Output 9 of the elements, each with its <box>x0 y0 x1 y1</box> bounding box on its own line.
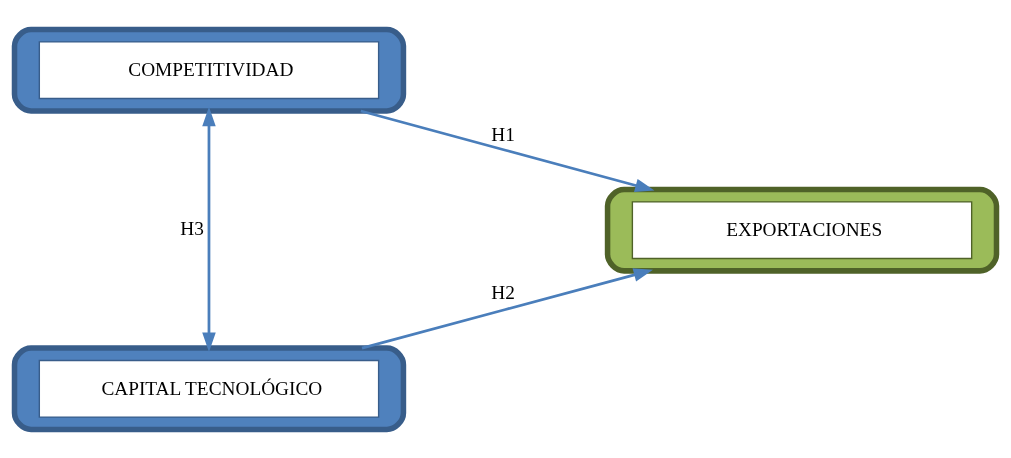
edge-label: H3 <box>180 217 204 239</box>
node-box: COMPETITIVIDAD <box>11 26 407 114</box>
arrow <box>202 106 216 352</box>
edge-label: H1 <box>491 123 515 145</box>
node-box: CAPITAL TECNOLÓGICO <box>11 344 407 432</box>
edge-label: H2 <box>491 281 515 303</box>
node-box: EXPORTACIONES <box>604 186 1000 274</box>
arrow <box>361 267 653 349</box>
arrow <box>360 109 655 192</box>
